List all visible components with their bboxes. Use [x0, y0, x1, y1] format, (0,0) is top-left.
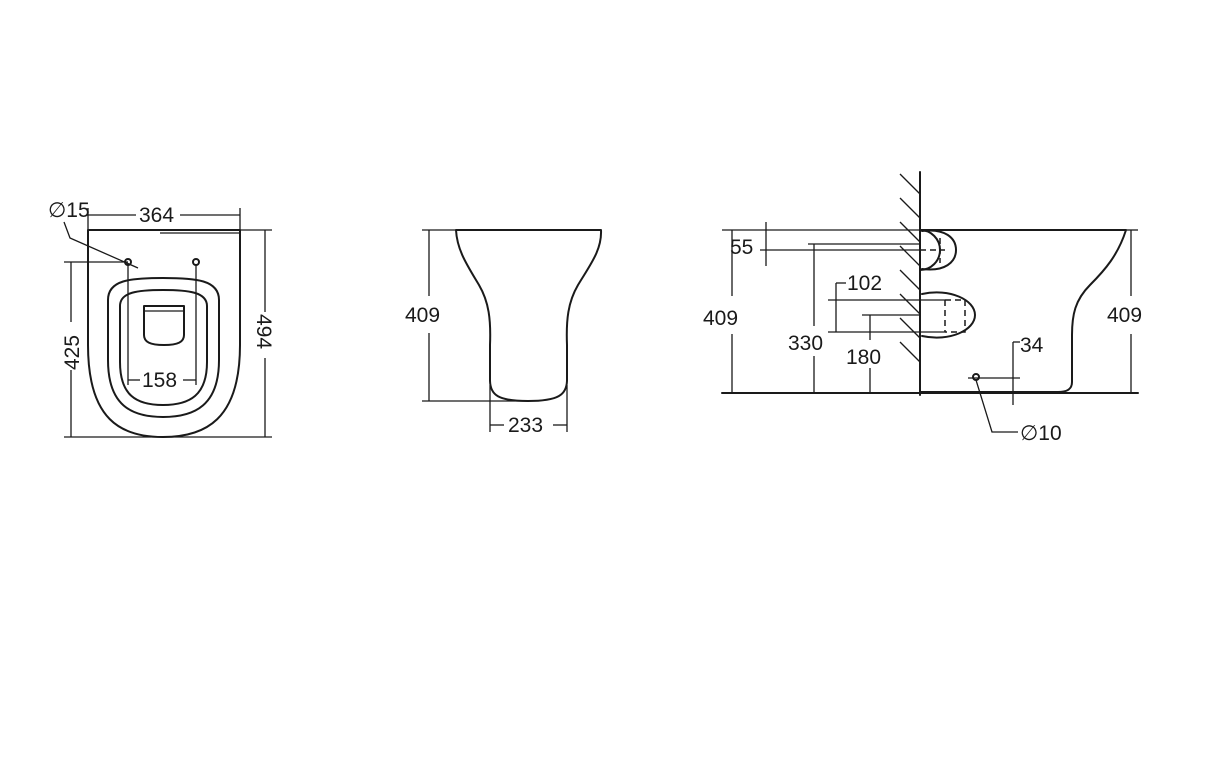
side-view-outline [919, 229, 1127, 393]
fixing-hole-right [192, 258, 200, 266]
top-view: ∅15 364 494 425 158 [48, 199, 275, 438]
top-hole-depth-label: 425 [61, 335, 84, 370]
top-hole-dia-label: ∅15 [48, 199, 90, 222]
top-width-label: 364 [139, 204, 174, 227]
top-depth-label: 494 [252, 314, 275, 349]
outlet-opening [143, 305, 185, 346]
bowl-inner [119, 289, 208, 406]
side-height-left-label: 409 [703, 307, 738, 330]
side-fixing-point [972, 373, 980, 381]
side-fix-dia-label: ∅10 [1020, 422, 1062, 445]
side-inlet-height-label: 330 [788, 332, 823, 355]
wall-hatching [899, 173, 921, 363]
outlet-pipe [921, 291, 976, 339]
side-inlet-offset-label: 55 [730, 236, 753, 259]
front-view: 409 233 [405, 229, 603, 437]
side-outlet-height-label: 180 [846, 346, 881, 369]
side-outlet-dia-label: 102 [847, 272, 882, 295]
front-view-outline [455, 229, 603, 402]
front-height-label: 409 [405, 304, 440, 327]
front-base-width-label: 233 [508, 414, 543, 437]
side-fix-height-label: 34 [1020, 334, 1044, 357]
top-hole-spacing-label: 158 [142, 369, 177, 392]
side-view: ∅10 34 55 409 330 102 180 409 [703, 171, 1142, 445]
side-height-right-label: 409 [1107, 304, 1142, 327]
bowl-rim [107, 277, 220, 418]
